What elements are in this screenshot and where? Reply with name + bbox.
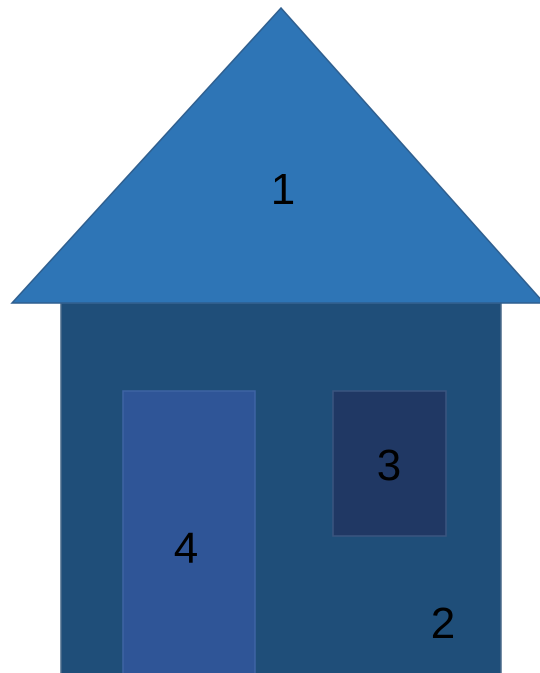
door-label: 4 [174,524,198,573]
window-shape [332,390,447,537]
wall-label: 2 [431,599,455,648]
roof-shape [10,6,540,304]
window-label: 3 [377,441,401,490]
door-shape [122,390,256,673]
roof-label: 1 [271,165,295,214]
